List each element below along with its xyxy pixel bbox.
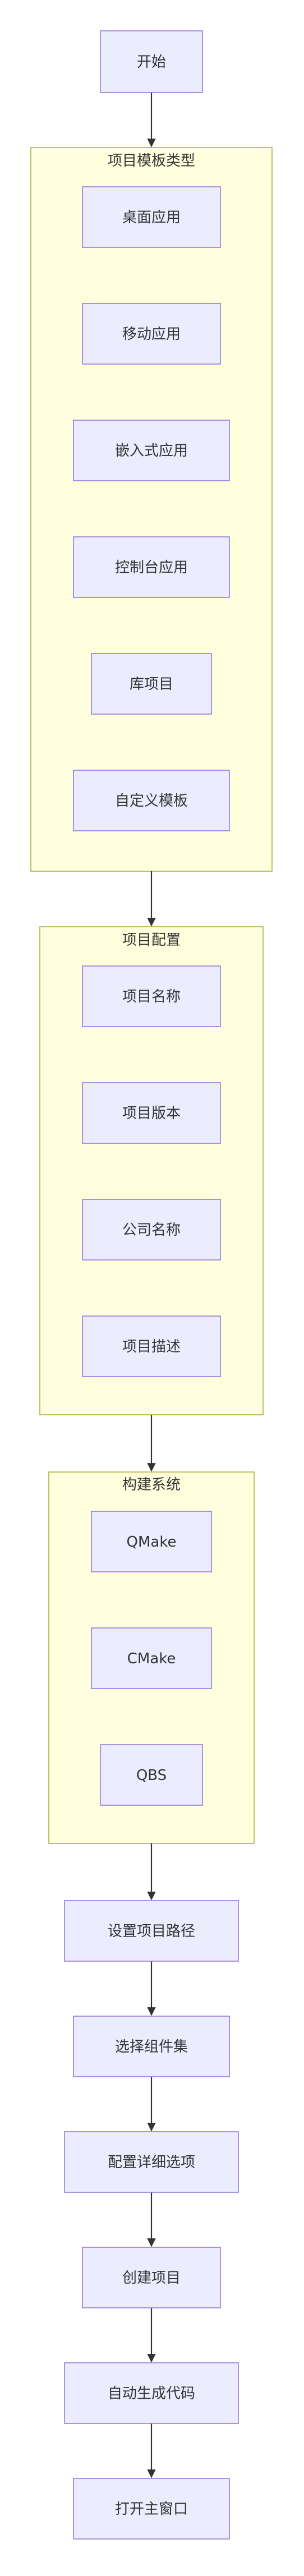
node-console-app-label: 控制台应用 [115, 559, 188, 576]
node-cmake: CMake [91, 1627, 212, 1689]
node-mobile-app: 移动应用 [82, 303, 221, 365]
node-open-main-window: 打开主窗口 [73, 2478, 230, 2540]
node-configure-options: 配置详细选项 [64, 2131, 239, 2193]
node-project-name: 项目名称 [82, 965, 221, 1027]
node-embedded-app: 嵌入式应用 [73, 420, 230, 481]
node-project-version-label: 项目版本 [122, 1105, 181, 1122]
node-project-name-label: 项目名称 [122, 988, 181, 1005]
node-desktop-app: 桌面应用 [82, 186, 221, 248]
cluster-project-type: 项目模板类型 [30, 147, 273, 872]
node-custom-template: 自定义模板 [73, 770, 230, 831]
node-project-version: 项目版本 [82, 1082, 221, 1144]
node-open-main-window-label: 打开主窗口 [115, 2501, 188, 2518]
node-mobile-app-label: 移动应用 [122, 326, 181, 343]
node-qmake-label: QMake [127, 1534, 177, 1551]
cluster-title-build-system: 构建系统 [122, 1476, 181, 1493]
node-create-project: 创建项目 [82, 2247, 221, 2308]
node-configure-options-label: 配置详细选项 [108, 2154, 195, 2171]
node-auto-generate-code: 自动生成代码 [64, 2362, 239, 2424]
node-project-description-label: 项目描述 [122, 1338, 181, 1355]
node-console-app: 控制台应用 [73, 536, 230, 598]
node-company-name-label: 公司名称 [122, 1222, 181, 1239]
node-qbs: QBS [100, 1744, 203, 1806]
node-set-project-path-label: 设置项目路径 [108, 1923, 195, 1940]
node-library-project-label: 库项目 [130, 676, 173, 693]
node-set-project-path: 设置项目路径 [64, 1900, 239, 1962]
node-create-project-label: 创建项目 [122, 2270, 181, 2287]
node-cmake-label: CMake [127, 1650, 176, 1667]
node-desktop-app-label: 桌面应用 [122, 209, 181, 226]
node-qmake: QMake [91, 1511, 212, 1572]
node-qbs-label: QBS [136, 1767, 167, 1784]
node-library-project: 库项目 [91, 653, 212, 715]
node-embedded-app-label: 嵌入式应用 [115, 443, 188, 459]
node-select-components: 选择组件集 [73, 2016, 230, 2077]
node-start: 开始 [100, 30, 203, 93]
node-auto-generate-code-label: 自动生成代码 [108, 2385, 195, 2402]
cluster-title-project-config: 项目配置 [122, 932, 181, 949]
node-company-name: 公司名称 [82, 1199, 221, 1261]
node-select-components-label: 选择组件集 [115, 2039, 188, 2055]
cluster-title-project-type: 项目模板类型 [108, 153, 195, 169]
node-project-description: 项目描述 [82, 1315, 221, 1377]
node-start-label: 开始 [137, 54, 166, 71]
node-custom-template-label: 自定义模板 [115, 793, 188, 809]
